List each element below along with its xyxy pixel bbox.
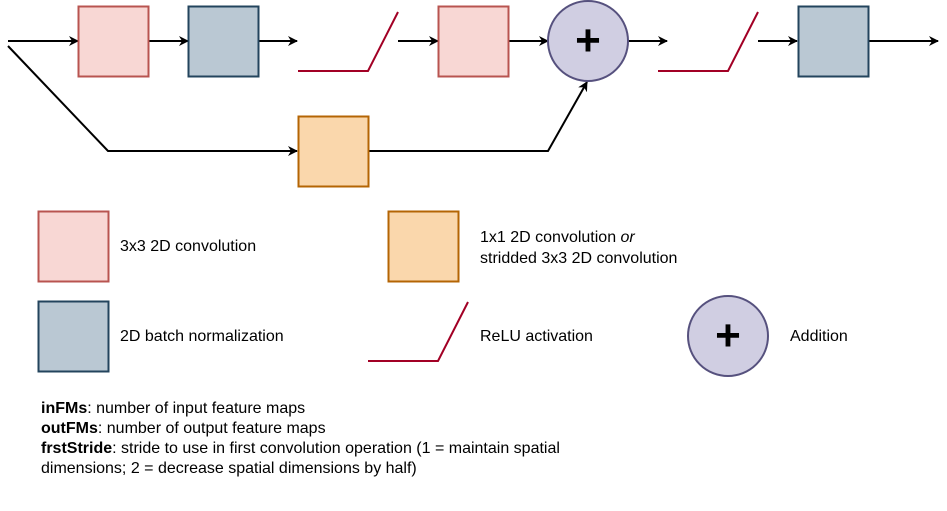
batchnorm-block-1 — [187, 5, 260, 78]
note-frststride-cont: dimensions; 2 = decrease spatial dimensi… — [41, 459, 560, 479]
skip-connection-out — [368, 81, 588, 152]
note-infms: inFMs: number of input feature maps — [41, 399, 560, 419]
note-text: : number of input feature maps — [87, 400, 306, 417]
legend-addition-plus-icon: + — [715, 311, 741, 360]
legend-relu-label: ReLU activation — [480, 328, 593, 345]
skip-connection-in — [7, 45, 298, 156]
legend-relu-swatch — [368, 301, 469, 362]
note-term: frstStride — [41, 440, 113, 457]
legend-conv3x3-swatch — [37, 210, 110, 283]
legend-batchnorm-label: 2D batch normalization — [120, 328, 284, 345]
legend-conv1x1-or: or — [620, 229, 635, 246]
legend-conv3x3-label: 3x3 2D convolution — [120, 238, 257, 255]
note-text: : number of output feature maps — [97, 420, 326, 437]
legend-conv1x1-line1: 1x1 2D convolution — [480, 229, 621, 246]
relu-activation-1 — [298, 11, 399, 72]
note-text: : stride to use in first convolution ope… — [112, 440, 560, 457]
note-term: outFMs — [41, 420, 98, 437]
batchnorm-block-2 — [797, 5, 870, 78]
relu-activation-2 — [658, 11, 759, 72]
note-frststride: frstStride: stride to use in first convo… — [41, 439, 560, 459]
parameter-notes: inFMs: number of input feature maps outF… — [41, 399, 560, 479]
conv3x3-block-1 — [77, 5, 150, 78]
legend-conv1x1-line2: stridded 3x3 2D convolution — [480, 250, 678, 267]
legend-addition-label: Addition — [790, 328, 848, 345]
legend-conv1x1-label: 1x1 2D convolution or stridded 3x3 2D co… — [480, 227, 677, 269]
conv3x3-block-2 — [437, 5, 510, 78]
conv1x1-block — [297, 115, 370, 188]
addition-plus-icon: + — [575, 16, 601, 65]
note-outfms: outFMs: number of output feature maps — [41, 419, 560, 439]
legend-batchnorm-swatch — [37, 300, 110, 373]
legend-conv1x1-swatch — [387, 210, 460, 283]
addition-node — [547, 0, 629, 82]
note-term: inFMs — [41, 400, 88, 417]
legend-addition-swatch — [687, 295, 769, 377]
note-text: dimensions; 2 = decrease spatial dimensi… — [41, 460, 417, 477]
